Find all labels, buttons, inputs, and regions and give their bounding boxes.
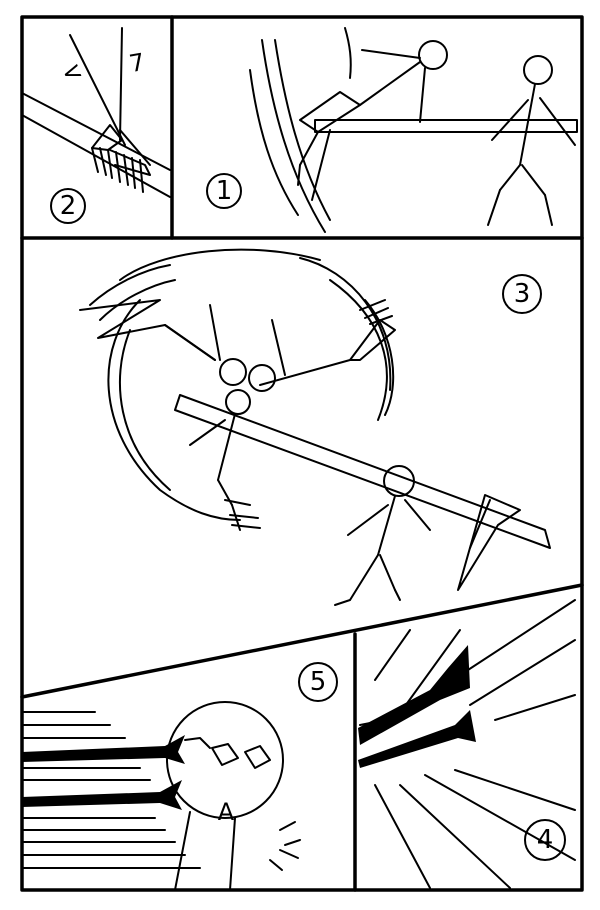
- panel-4-spikes: [358, 645, 476, 768]
- panel-2-number-circle: [50, 188, 86, 224]
- panel-4-number-circle: [524, 819, 566, 861]
- diagonal-divider: [20, 583, 584, 699]
- panel-1-number-circle: [206, 173, 242, 209]
- panel-5-number-circle: [298, 662, 338, 702]
- panel-4-number: 4: [537, 825, 554, 855]
- panel-1: [206, 27, 578, 233]
- face-letter: A: [218, 798, 235, 826]
- panel-5: [21, 662, 338, 891]
- panel-2-sfx-b: 7: [127, 48, 147, 78]
- panel-5-spikes: [22, 735, 185, 810]
- panel-2: [21, 27, 171, 224]
- page-frame: [20, 15, 584, 892]
- panel-3-number: 3: [514, 279, 531, 309]
- panel-5-number: 5: [310, 667, 327, 697]
- panel-3: [79, 248, 551, 606]
- panel-1-number: 1: [216, 176, 233, 206]
- panel-2-number: 2: [60, 191, 77, 221]
- panel-3-number-circle: [502, 274, 542, 314]
- panel-borders: [20, 15, 584, 892]
